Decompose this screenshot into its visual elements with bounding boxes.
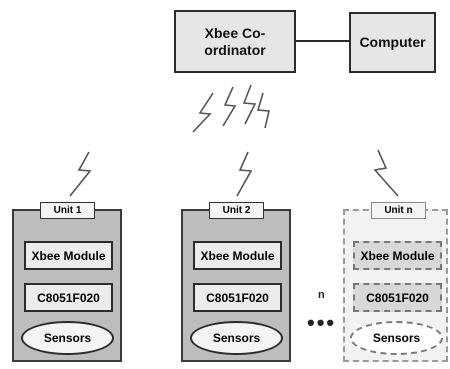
computer-box: Computer	[349, 12, 436, 73]
mcu-box: C8051F020	[353, 283, 442, 312]
xbee-module-box: Xbee Module	[193, 241, 282, 270]
wireless-signal-icon	[256, 92, 270, 129]
ellipsis-dots: •••	[307, 310, 337, 335]
xbee-coordinator-label: Xbee Co-ordinator	[204, 24, 266, 58]
mcu-box: C8051F020	[193, 283, 282, 312]
sensors-ellipse: Sensors	[190, 321, 283, 355]
n-label: n	[318, 289, 325, 301]
mcu-box: C8051F020	[24, 283, 113, 312]
wireless-signal-icon	[69, 151, 92, 197]
unit-2-panel: Unit 2 Xbee Module C8051F020 Sensors	[181, 202, 291, 362]
wireless-signal-icon	[373, 149, 399, 197]
sensors-ellipse: Sensors	[21, 321, 114, 355]
wireless-signal-icon	[192, 92, 214, 133]
computer-label: Computer	[359, 34, 426, 50]
wireless-signal-icon	[222, 86, 237, 127]
wireless-signal-icon	[236, 151, 253, 197]
xbee-module-box: Xbee Module	[24, 241, 113, 270]
xbee-coordinator-box: Xbee Co-ordinator	[174, 10, 296, 73]
unit-tab-label: Unit 2	[209, 202, 264, 219]
xbee-module-box: Xbee Module	[353, 241, 442, 270]
unit-tab-label: Unit n	[371, 202, 426, 219]
unit-tab-label: Unit 1	[40, 202, 95, 219]
unit-1-panel: Unit 1 Xbee Module C8051F020 Sensors	[12, 202, 122, 362]
unit-n-panel: Unit n Xbee Module C8051F020 Sensors	[343, 202, 448, 362]
wireless-signal-icon	[242, 84, 257, 125]
sensors-ellipse: Sensors	[350, 321, 443, 355]
